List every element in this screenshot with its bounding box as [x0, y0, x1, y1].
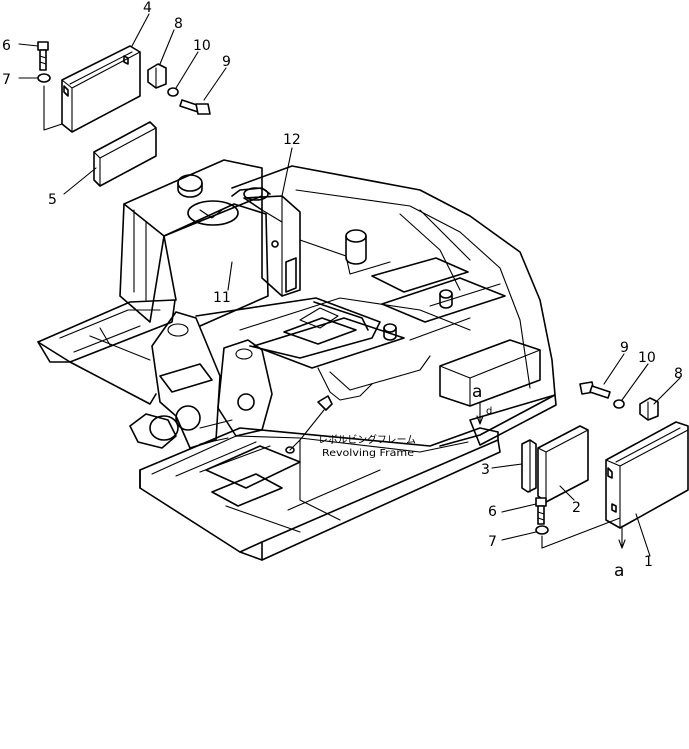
bolt-6-left	[37, 41, 49, 51]
callout-8-right: 8	[674, 366, 683, 382]
cover-assembly-right	[521, 381, 689, 549]
callout-a-right: a	[614, 561, 624, 581]
cover-plate-5	[93, 121, 157, 187]
callout-7-right: 7	[488, 534, 497, 550]
callout-2: 2	[572, 500, 581, 516]
leader-lines	[18, 13, 681, 557]
callout-12: 12	[283, 132, 301, 148]
washer-7-left	[37, 73, 51, 83]
callout-9-left: 9	[222, 54, 231, 70]
bracket-8-left	[147, 63, 167, 89]
callout-6-right: 6	[488, 504, 497, 520]
callout-6-left: 6	[2, 38, 11, 54]
pointer-arrow-right	[618, 525, 626, 549]
callout-a-frame: a	[472, 382, 482, 402]
washer-7-right	[535, 525, 549, 535]
callout-11: 11	[213, 290, 231, 306]
callout-10-right: 10	[638, 350, 656, 366]
callout-1: 1	[644, 554, 653, 570]
gasket-3	[521, 439, 537, 493]
revolving-frame	[37, 159, 557, 561]
callout-4: 4	[143, 0, 152, 16]
frame-pointer-mark: d	[486, 406, 492, 417]
washer-10-right	[613, 399, 625, 409]
washer-10-left	[167, 87, 179, 97]
cover-1	[605, 421, 689, 529]
callout-9-right: 9	[620, 340, 629, 356]
bolt-6-right	[535, 497, 547, 507]
callout-3: 3	[481, 462, 490, 478]
cover-assembly-left	[37, 41, 211, 187]
cover-plate-2	[537, 425, 589, 503]
callout-7-left: 7	[2, 72, 11, 88]
callout-5: 5	[48, 192, 57, 208]
callout-8-left: 8	[174, 16, 183, 32]
frame-label-en: Revolving Frame	[322, 448, 414, 459]
bracket-8-right	[639, 397, 659, 421]
callout-10-left: 10	[193, 38, 211, 54]
pointer-arrow-frame	[476, 401, 484, 425]
frame-label-jp: レボルビングフレーム	[318, 433, 416, 446]
